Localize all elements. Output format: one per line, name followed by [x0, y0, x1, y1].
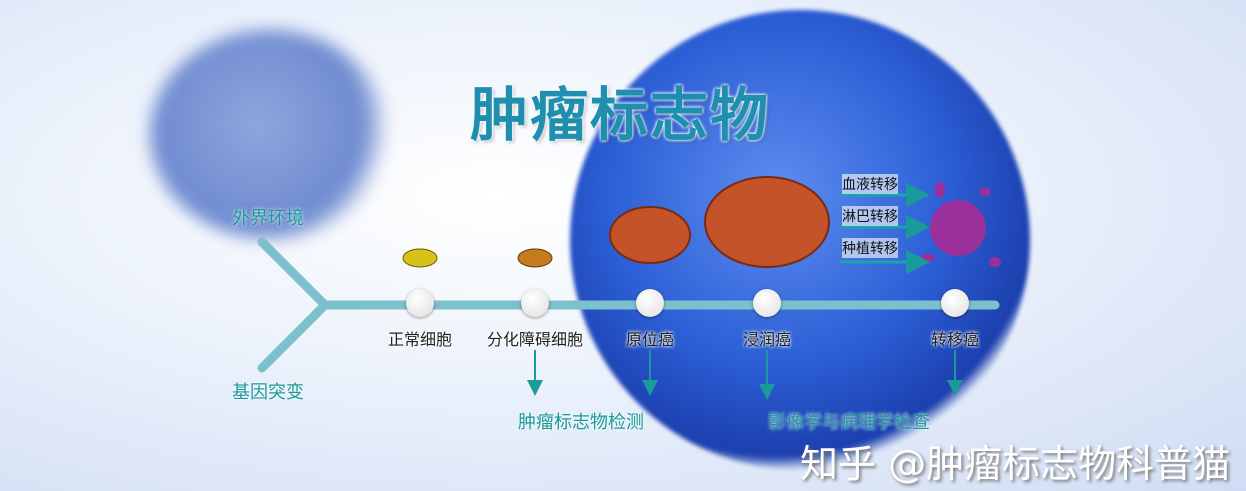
detection-arrows	[527, 350, 963, 400]
route-label: 淋巴转移	[842, 206, 898, 226]
stage-label: 原位癌	[625, 330, 675, 349]
stage-label: 转移癌	[930, 330, 980, 349]
stage-node	[636, 289, 664, 317]
marker-test-label: 肿瘤标志物检测	[518, 412, 644, 433]
stage-node	[753, 289, 781, 317]
normal-cell-icon	[402, 248, 438, 268]
watermark: 知乎 @肿瘤标志物科普猫	[800, 442, 1231, 486]
stage-node	[941, 289, 969, 317]
carcinoma-in-situ-icon	[609, 206, 691, 264]
metastasis-arrows	[840, 183, 930, 274]
route-label: 血液转移	[842, 174, 898, 194]
dysplastic-cell-icon	[517, 248, 553, 268]
route-label: 种植转移	[842, 238, 898, 258]
imaging-label: 影像学与病理学检查	[768, 412, 930, 433]
stage-label: 分化障碍细胞	[486, 330, 584, 349]
mutation-label: 基因突变	[232, 382, 304, 403]
stage-node	[406, 289, 434, 317]
page-title: 肿瘤标志物	[470, 81, 771, 149]
stage-label: 正常细胞	[387, 330, 453, 349]
metastatic-cancer-icon	[930, 200, 986, 256]
stage-label: 浸润癌	[742, 330, 792, 349]
invasive-cancer-icon	[704, 176, 830, 268]
environment-label: 外界环境	[232, 208, 304, 229]
blurred-cell	[150, 30, 390, 240]
stage-node	[521, 289, 549, 317]
